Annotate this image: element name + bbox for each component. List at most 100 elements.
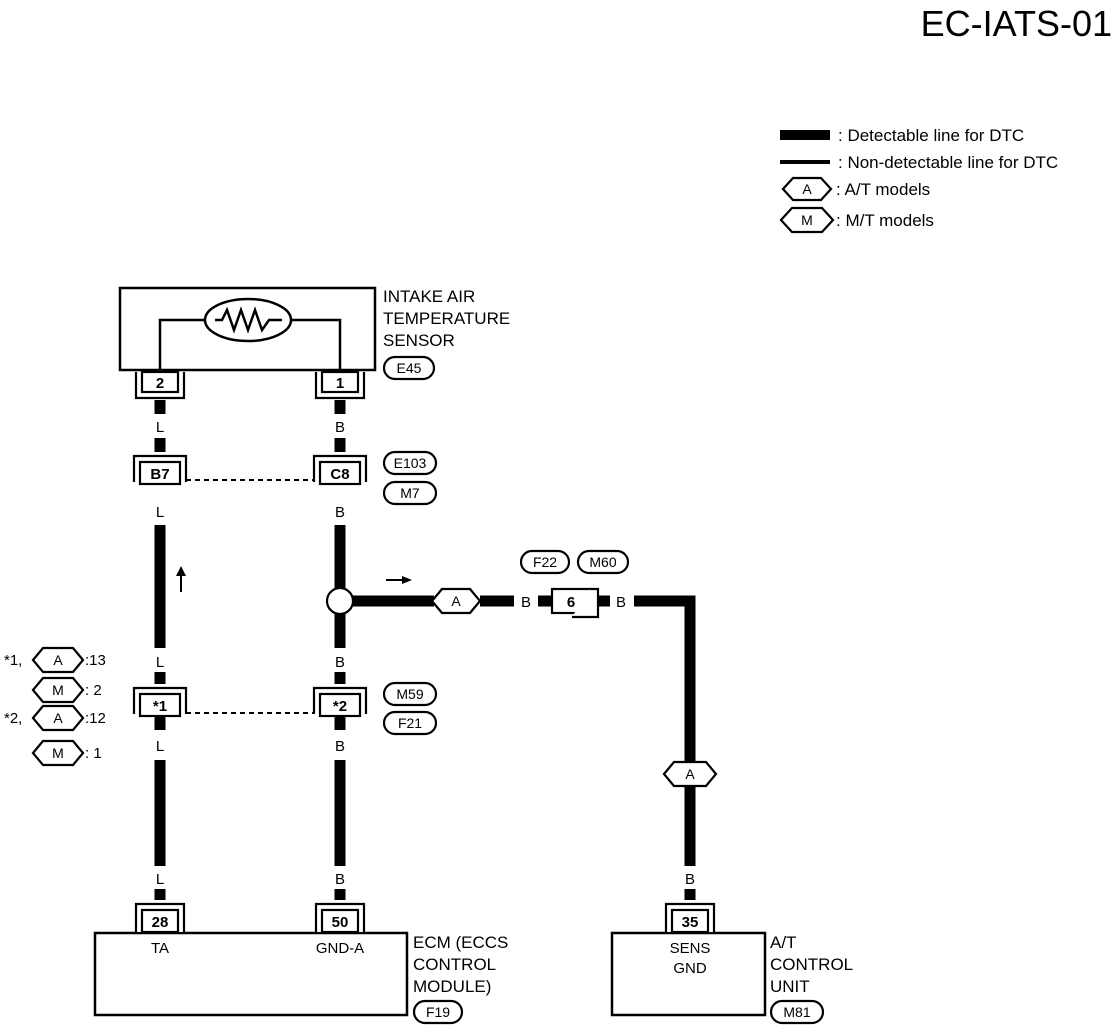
note2-prefix: *2, bbox=[4, 710, 22, 727]
tcu-body bbox=[610, 931, 767, 1017]
tcu-name-line2: CONTROL bbox=[770, 955, 853, 974]
tcu-connector-badge bbox=[769, 999, 825, 1025]
tcu-label-line1: SENS bbox=[670, 940, 711, 957]
sensor-internal-wire-right bbox=[291, 318, 342, 372]
tcu-name-line3: UNIT bbox=[770, 977, 810, 996]
splice-point bbox=[325, 586, 355, 616]
joint1-pin-left-label: B7 bbox=[150, 466, 169, 483]
intake-air-temperature-sensor: INTAKE AIR TEMPERATURE SENSOR E45 bbox=[118, 286, 510, 381]
sensor-pin-left-label: 2 bbox=[156, 375, 164, 392]
ecm-gnd-label: GND-A bbox=[316, 940, 364, 957]
note1-prefix: *1, bbox=[4, 652, 22, 669]
wire-label-b-1: B bbox=[335, 419, 345, 436]
legend-mt-symbol: M bbox=[801, 212, 813, 228]
wire-label-b-5: B bbox=[335, 871, 345, 888]
ecm-name-line2: CONTROL bbox=[413, 955, 496, 974]
joint3-conn-a: F22 bbox=[533, 554, 557, 570]
note1-at-value: :13 bbox=[85, 652, 106, 669]
sensor-internal-wire-left bbox=[158, 318, 205, 372]
flow-arrow-up-head-icon bbox=[176, 566, 186, 576]
note2-at-symbol: A bbox=[53, 710, 63, 726]
sensor-name-line2: TEMPERATURE bbox=[383, 309, 510, 328]
wire-label-b-2: B bbox=[335, 504, 345, 521]
legend-mt-label: : M/T models bbox=[836, 211, 934, 230]
joint3-pin-label: 6 bbox=[567, 594, 575, 611]
joint2-conn-a-badge bbox=[382, 681, 438, 707]
resistor-zigzag-icon bbox=[215, 306, 282, 334]
joint1-connector-right: C8 bbox=[312, 454, 368, 486]
wire-label-b-3: B bbox=[335, 654, 345, 671]
note2-at-hexagon-icon bbox=[31, 704, 85, 732]
pin-notes: *1, A :13 M : 2 *2, A :12 M : 1 bbox=[4, 646, 106, 767]
note2-at-value: :12 bbox=[85, 710, 106, 727]
sensor-pin-right: 1 bbox=[314, 370, 366, 400]
joint1-conn-b-badge bbox=[382, 480, 438, 506]
joint2-connector-left: *1 bbox=[132, 686, 188, 718]
joint3-conn-a-badge bbox=[519, 549, 571, 575]
note1-at-hexagon-icon bbox=[31, 646, 85, 674]
sensor-name-line1: INTAKE AIR bbox=[383, 287, 475, 306]
ecm-pin-28-label: 28 bbox=[152, 914, 169, 931]
ecm-body bbox=[93, 931, 409, 1017]
ecm-name-line1: ECM (ECCS bbox=[413, 933, 508, 952]
sensor-name-line3: SENSOR bbox=[383, 331, 455, 350]
wire-label-l-2: L bbox=[156, 504, 164, 521]
sensor-connector-id: E45 bbox=[397, 360, 422, 376]
joint1-conn-b: M7 bbox=[400, 485, 420, 501]
tcu-pin-35: 35 bbox=[664, 902, 716, 934]
wire-label-l-3: L bbox=[156, 654, 164, 671]
joint2-conn-b-badge bbox=[382, 710, 438, 736]
legend-non-detectable-label: : Non-detectable line for DTC bbox=[838, 153, 1058, 172]
tcu-at-hexagon-icon bbox=[662, 760, 718, 788]
wire-label-l-5: L bbox=[156, 871, 164, 888]
joint3-connector: 6 bbox=[550, 587, 600, 619]
note1-mt-value: : 2 bbox=[85, 682, 102, 699]
wire-branch-5 bbox=[634, 595, 696, 762]
joint1-conn-a-badge bbox=[382, 450, 438, 476]
joint2-conn-b: F21 bbox=[398, 715, 422, 731]
ecm-connector-badge bbox=[412, 999, 464, 1025]
branch-at-symbol: A bbox=[451, 593, 461, 609]
note1-mt-symbol: M bbox=[52, 682, 64, 698]
ecm-pin-50: 50 bbox=[314, 902, 366, 934]
tcu-pin-35-label: 35 bbox=[682, 914, 699, 931]
legend-at-label: : A/T models bbox=[836, 180, 930, 199]
joint3-conn-b: M60 bbox=[589, 554, 616, 570]
flow-arrow-right-head-icon bbox=[402, 576, 412, 584]
legend: : Detectable line for DTC : Non-detectab… bbox=[779, 126, 1058, 234]
wire-label-b-4: B bbox=[335, 738, 345, 755]
ecm-connector-id: F19 bbox=[426, 1004, 450, 1020]
legend-at-hexagon-icon bbox=[781, 176, 833, 202]
note2-mt-value: : 1 bbox=[85, 745, 102, 762]
wire-label-l-4: L bbox=[156, 738, 164, 755]
wire-label-b-branch-1: B bbox=[521, 594, 531, 611]
note2-mt-symbol: M bbox=[52, 745, 64, 761]
note1-at-symbol: A bbox=[53, 652, 63, 668]
joint1-conn-a: E103 bbox=[394, 455, 427, 471]
legend-mt-hexagon-icon bbox=[779, 206, 835, 234]
note1-mt-hexagon-icon bbox=[31, 676, 85, 704]
joint3-conn-b-badge bbox=[576, 549, 630, 575]
ecm-pin-50-label: 50 bbox=[332, 914, 349, 931]
joint2-pin-right-label: *2 bbox=[333, 698, 347, 715]
ecm-ta-label: TA bbox=[151, 940, 169, 957]
wire-label-b-tcu: B bbox=[685, 871, 695, 888]
wire-label-b-branch-2: B bbox=[616, 594, 626, 611]
sensor-connector-badge bbox=[382, 355, 436, 381]
joint1-connector-left: B7 bbox=[132, 454, 188, 486]
joint2-connector-right: *2 bbox=[312, 686, 368, 718]
joint2-pin-left-label: *1 bbox=[153, 698, 167, 715]
note2-mt-hexagon-icon bbox=[31, 739, 85, 767]
tcu-at-symbol: A bbox=[685, 766, 695, 782]
legend-at-symbol: A bbox=[802, 181, 812, 197]
sensor-pin-left: 2 bbox=[134, 370, 186, 400]
joint2-conn-a: M59 bbox=[396, 686, 423, 702]
ecm-name-line3: MODULE) bbox=[413, 977, 491, 996]
joint1-pin-right-label: C8 bbox=[330, 466, 349, 483]
tcu-name-line1: A/T bbox=[770, 933, 796, 952]
wire-label-l-1: L bbox=[156, 419, 164, 436]
tcu-label-line2: GND bbox=[673, 960, 707, 977]
page-id: EC-IATS-01 bbox=[921, 3, 1112, 44]
ecm-pin-28: 28 bbox=[134, 902, 186, 934]
